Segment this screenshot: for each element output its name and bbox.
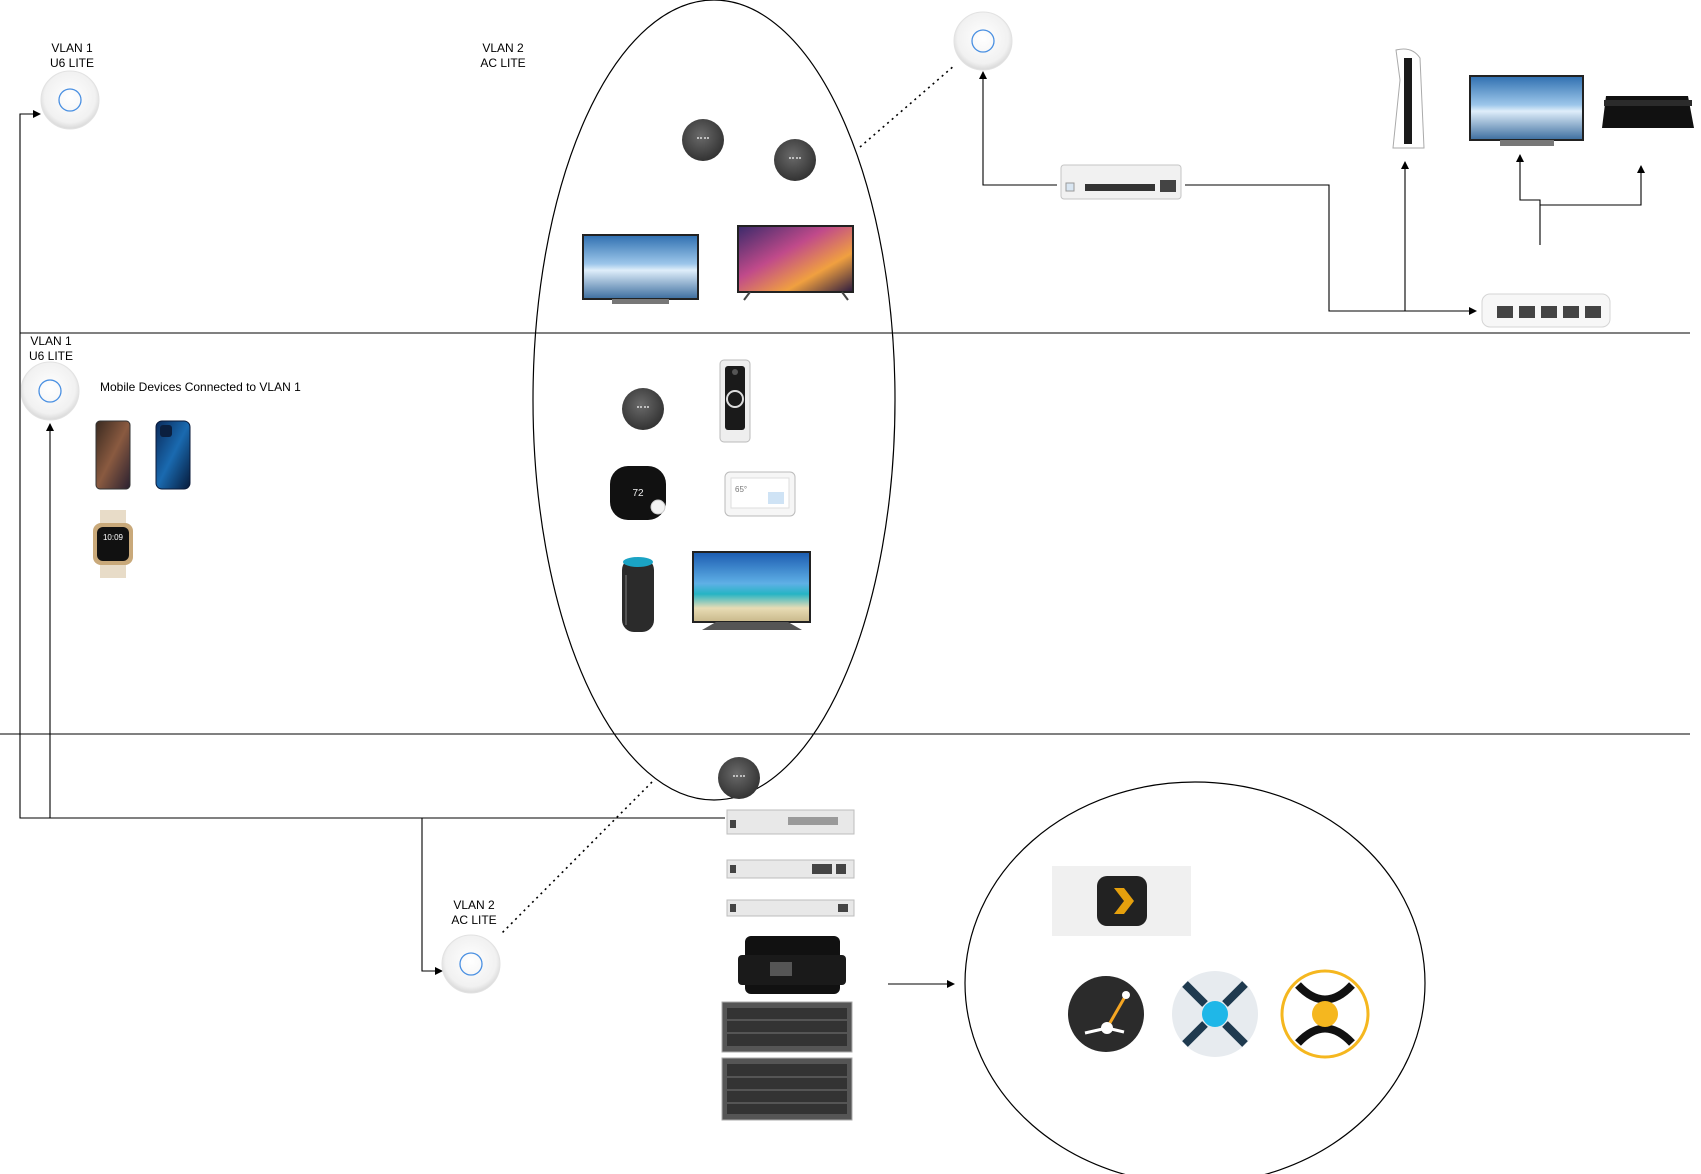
network-switch-icon [726,859,855,879]
network-switch-icon [726,809,855,835]
server-icon [721,1057,853,1121]
tv-icon [582,234,699,304]
smart-speaker-icon [774,139,816,181]
media-apps-group [964,781,1426,1174]
smart-speaker-icon [718,757,760,799]
streaming-box-icon [1602,96,1694,128]
svg-text:72: 72 [632,488,644,499]
media-app-icon [1068,976,1144,1052]
game-console-icon [1392,48,1425,149]
tv-icon [737,225,854,301]
vlan2-device-group [532,0,896,801]
thermostat-icon: 72 [610,466,666,520]
access-point-icon [20,361,80,421]
tv-icon [1469,75,1584,146]
smartwatch-icon: 10:09 [93,510,133,578]
access-point-icon [40,70,100,130]
printer-icon [738,936,846,994]
smart-display-icon: 65° [724,471,796,517]
doorbell-camera-icon [719,359,751,443]
smart-speaker-icon [682,119,724,161]
access-point-icon [953,11,1013,71]
tv-icon [692,551,811,630]
svg-text:10:09: 10:09 [103,533,124,542]
access-point-icon [441,934,501,994]
network-switch-icon [726,899,855,917]
smart-speaker-icon [622,557,654,632]
media-app-icon [1280,969,1370,1059]
media-app-icon [1172,971,1258,1057]
smart-speaker-icon [622,388,664,430]
server-icon [721,1001,853,1053]
network-switch-icon [1060,164,1182,200]
phone-icon [155,420,191,490]
svg-text:65°: 65° [735,485,747,494]
phone-icon [95,420,131,490]
connection-lines [19,71,1645,988]
separator-lines [0,332,1690,735]
plex-icon [1052,866,1191,936]
network-switch-icon [1481,293,1611,328]
mobile-devices-caption: Mobile Devices Connected to VLAN 1 [100,380,301,394]
